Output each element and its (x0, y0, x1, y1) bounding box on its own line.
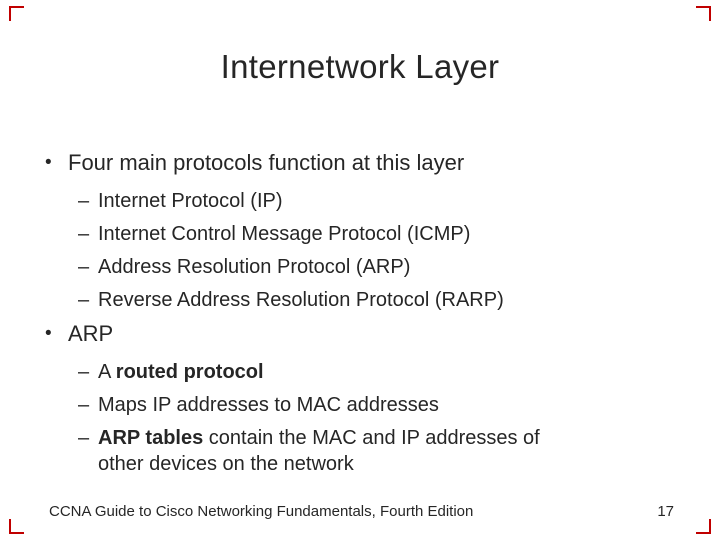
corner-mark-top-left-icon (9, 6, 24, 21)
bullet-item: • ARP (0, 320, 690, 347)
sub-bullet-item: –ARP tables contain the MAC and IP addre… (0, 425, 690, 477)
dash-marker: – (78, 289, 90, 311)
bullet-text: Internet Protocol (IP) (98, 190, 283, 212)
bullet-item: • Four main protocols function at this la… (0, 149, 690, 176)
corner-mark-bottom-left-icon (9, 519, 24, 534)
corner-mark-top-right-icon (696, 6, 711, 21)
sub-bullet-item: –Address Resolution Protocol (ARP) (0, 254, 690, 280)
bullet-text: ARP (68, 321, 114, 346)
sub-bullet-item: –Internet Control Message Protocol (ICMP… (0, 221, 690, 247)
bullet-text: Address Resolution Protocol (ARP) (98, 256, 411, 278)
page-number: 17 (657, 503, 674, 520)
dash-marker: – (78, 427, 90, 449)
bullet-marker: • (45, 152, 52, 173)
dash-marker: – (78, 256, 90, 278)
sub-bullet-item: –Internet Protocol (IP) (0, 188, 690, 214)
bullet-text: Reverse Address Resolution Protocol (RAR… (98, 289, 504, 311)
sub-bullet-item: –Reverse Address Resolution Protocol (RA… (0, 287, 690, 313)
bullet-text: Four main protocols function at this lay… (68, 150, 465, 175)
dash-marker: – (78, 190, 90, 212)
bullet-text: Maps IP addresses to MAC addresses (98, 394, 439, 416)
corner-mark-bottom-right-icon (696, 519, 711, 534)
footer-text: CCNA Guide to Cisco Networking Fundament… (49, 503, 474, 520)
dash-marker: – (78, 223, 90, 245)
bullet-text: Internet Control Message Protocol (ICMP) (98, 223, 471, 245)
dash-marker: – (78, 394, 90, 416)
dash-marker: – (78, 361, 90, 383)
bullet-marker: • (45, 323, 52, 344)
sub-bullet-item: –A routed protocol (0, 359, 690, 385)
page-title: Internetwork Layer (220, 48, 500, 85)
sub-bullet-item: –Maps IP addresses to MAC addresses (0, 392, 690, 418)
bullet-text: ARP tables contain the MAC and IP addres… (98, 427, 540, 475)
bullet-text: A routed protocol (98, 361, 264, 383)
bullet-list: • Four main protocols function at this la… (0, 146, 690, 484)
